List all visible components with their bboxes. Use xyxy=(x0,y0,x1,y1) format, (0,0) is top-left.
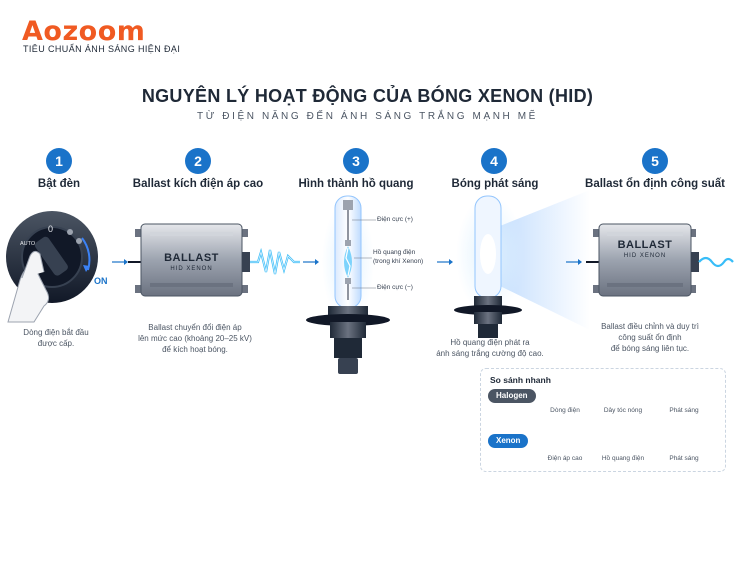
arrow-3-4 xyxy=(437,259,453,265)
brand-tagline: TIÊU CHUẨN ÁNH SÁNG HIỆN ĐẠI xyxy=(23,44,181,54)
switch-zero-label: 0 xyxy=(48,224,54,234)
ballast-2-sublabel: HID XENON xyxy=(170,266,213,272)
step-1-desc: Dòng điện bắt đầu được cấp. xyxy=(6,327,106,349)
arrow-2-3 xyxy=(303,259,319,265)
ballast-5-sublabel: HID XENON xyxy=(623,253,667,259)
xenon-badge: Xenon xyxy=(488,434,529,448)
ballast-unit-2 xyxy=(128,223,250,297)
step-4-title: Bóng phát sáng xyxy=(451,178,539,190)
page-subtitle: TỪ ĐIỆN NĂNG ĐẾN ÁNH SÁNG TRẮNG MẠNH MẼ xyxy=(197,111,538,122)
step-5-desc-line: Ballast điều chỉnh và duy trì xyxy=(601,322,699,331)
ballast-unit-5 xyxy=(586,223,699,297)
stable-wave-5 xyxy=(698,256,734,268)
page-title: NGUYÊN LÝ HOẠT ĐỘNG CỦA BÓNG XENON (HID) xyxy=(141,86,594,106)
halogen-caption-1: Dòng điện xyxy=(550,407,580,414)
step-2-title: Ballast kích điện áp cao xyxy=(132,178,264,190)
electrode-bottom-label: Điện cực (−) xyxy=(377,284,413,291)
step-3-number: 3 xyxy=(343,148,369,174)
arc-label-line1: Hồ quang điện xyxy=(373,249,416,256)
electrode-top-label: Điện cực (+) xyxy=(377,216,413,223)
step-5-desc-line: công suất ổn định xyxy=(618,333,682,342)
step-5-title: Ballast ổn định công suất xyxy=(585,178,725,190)
halogen-caption-3: Phát sáng xyxy=(669,407,699,414)
step-4-desc-line: Hồ quang điện phát ra xyxy=(450,338,530,347)
step-3-title: Hình thành hồ quang xyxy=(298,178,414,190)
arrow-4-5 xyxy=(566,259,582,265)
halogen-caption-2: Dây tóc nóng xyxy=(603,407,643,414)
arrow-1-2 xyxy=(112,259,128,265)
xenon-caption-2: Hồ quang điện xyxy=(601,455,645,462)
step-5-desc: Ballast điều chỉnh và duy trì công suất … xyxy=(580,321,720,354)
comparison-panel xyxy=(480,368,726,472)
step-5-number: 5 xyxy=(642,148,668,174)
ballast-2-label: BALLAST xyxy=(164,252,219,264)
step-1-title: Bật đèn xyxy=(37,178,81,190)
switch-auto-label: AUTO xyxy=(20,241,36,247)
step-2-number: 2 xyxy=(185,148,211,174)
arc-label-line2: (trong khí Xenon) xyxy=(373,258,424,265)
step-4-desc-line: ánh sáng trắng cường độ cao. xyxy=(436,349,544,358)
ballast-5-label: BALLAST xyxy=(617,239,673,251)
step-2-desc-line: Ballast chuyển đổi điện áp xyxy=(148,323,242,332)
step-1-desc-line: được cấp. xyxy=(37,339,75,348)
xenon-caption-3: Phát sáng xyxy=(669,455,699,462)
bulb-callouts-3 xyxy=(352,219,376,289)
glowing-bulb-4 xyxy=(454,190,590,338)
step-4-desc: Hồ quang điện phát ra ánh sáng trắng cườ… xyxy=(420,337,560,359)
halogen-badge: Halogen xyxy=(488,389,536,403)
xenon-caption-1: Điện áp cao xyxy=(547,455,583,462)
step-1-desc-line: Dòng điện bắt đầu xyxy=(23,328,89,337)
xenon-bulb-3 xyxy=(306,195,390,374)
step-4-number: 4 xyxy=(481,148,507,174)
brand-logo: Aozoom xyxy=(22,16,146,47)
step-2-desc-line: lên mức cao (khoảng 20–25 kV) xyxy=(138,334,252,343)
hand-icon xyxy=(7,250,50,323)
high-voltage-wave-2 xyxy=(250,247,300,275)
switch-on-label: ON xyxy=(94,276,108,286)
step-2-desc-line: để kích hoạt bóng. xyxy=(162,345,228,354)
step-5-desc-line: để bóng sáng liên tục. xyxy=(610,344,690,353)
step-1-number: 1 xyxy=(46,148,72,174)
step-2-desc: Ballast chuyển đổi điện áp lên mức cao (… xyxy=(125,322,265,355)
comparison-title: So sánh nhanh xyxy=(490,375,551,385)
